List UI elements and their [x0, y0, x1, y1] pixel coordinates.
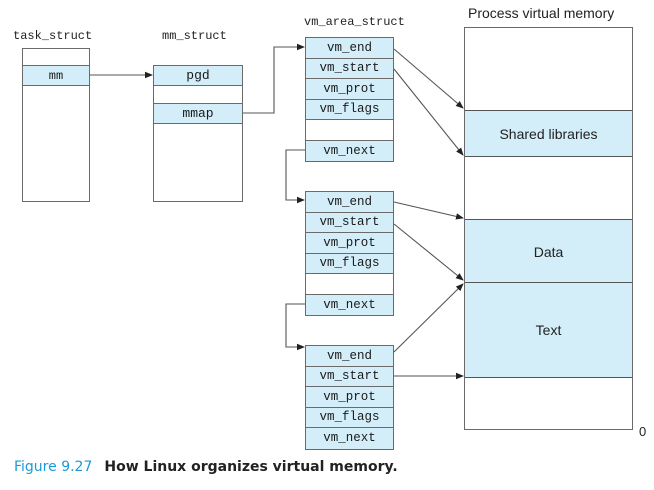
- task-struct-field-mm: mm: [22, 65, 90, 86]
- mm-struct-box: pgd mmap: [153, 65, 243, 202]
- process-memory-header: Process virtual memory: [468, 5, 615, 21]
- mm-struct-field-pgd: pgd: [153, 65, 243, 86]
- vma1-vm-prot: vm_prot: [306, 79, 393, 100]
- segment-shared-libraries: Shared libraries: [465, 110, 632, 157]
- arrow-vma1-next: [285, 149, 305, 204]
- arrow-vma2-next: [285, 303, 305, 351]
- segment-text: Text: [465, 282, 632, 378]
- vma1-vm-next: vm_next: [306, 140, 393, 161]
- vma3-vm-flags: vm_flags: [306, 407, 393, 428]
- vma2-vm-start: vm_start: [306, 212, 393, 233]
- vma1-vm-flags: vm_flags: [306, 99, 393, 120]
- address-zero-label: 0: [639, 424, 647, 439]
- arrow-vma3-end: [393, 283, 464, 353]
- vm-area-struct-header: vm_area_struct: [304, 15, 405, 29]
- vm-area-struct-1: vm_end vm_start vm_prot vm_flags vm_next: [305, 37, 394, 162]
- arrow-mmap-to-vma1: [243, 43, 305, 114]
- vm-area-struct-3: vm_end vm_start vm_prot vm_flags vm_next: [305, 345, 394, 450]
- vma2-vm-prot: vm_prot: [306, 233, 393, 254]
- arrow-vma1-start: [393, 68, 464, 156]
- figure-number: Figure 9.27: [14, 459, 93, 475]
- figure-title: How Linux organizes virtual memory.: [104, 459, 398, 475]
- task-struct-header: task_struct: [13, 29, 93, 43]
- mm-struct-header: mm_struct: [162, 29, 227, 43]
- vma1-vm-end: vm_end: [306, 38, 393, 59]
- vma3-vm-end: vm_end: [306, 346, 393, 367]
- vma3-vm-start: vm_start: [306, 366, 393, 387]
- task-struct-box: mm: [22, 48, 90, 202]
- mm-struct-field-mmap: mmap: [153, 103, 243, 124]
- vma1-vm-start: vm_start: [306, 58, 393, 79]
- figure-caption: Figure 9.27 How Linux organizes virtual m…: [14, 459, 398, 475]
- vma3-vm-next: vm_next: [306, 428, 393, 449]
- vma3-vm-prot: vm_prot: [306, 387, 393, 408]
- arrow-vma1-end: [393, 48, 464, 109]
- arrow-vma2-end: [393, 201, 464, 220]
- vma2-vm-flags: vm_flags: [306, 253, 393, 274]
- vma2-blank: [306, 274, 393, 295]
- vma2-vm-next: vm_next: [306, 294, 393, 315]
- process-virtual-memory: Shared libraries Data Text: [464, 27, 633, 430]
- segment-data: Data: [465, 219, 632, 283]
- vm-area-struct-2: vm_end vm_start vm_prot vm_flags vm_next: [305, 191, 394, 316]
- arrow-vma2-start: [393, 223, 464, 281]
- vma2-vm-end: vm_end: [306, 192, 393, 213]
- vma1-blank: [306, 120, 393, 141]
